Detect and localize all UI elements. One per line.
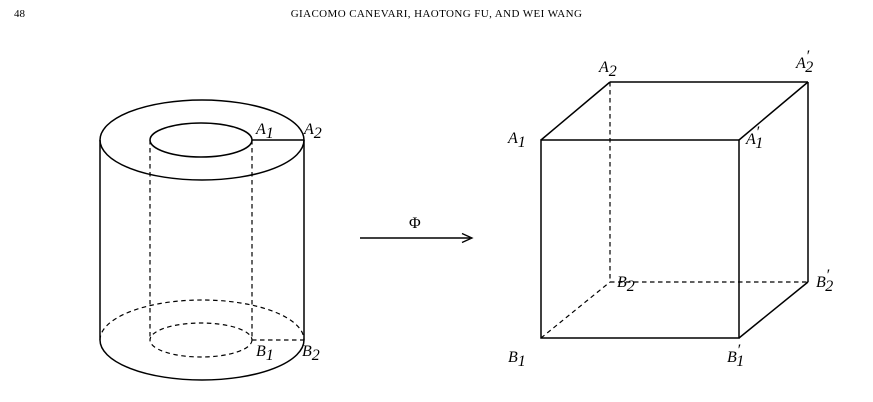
map-arrow-head bbox=[461, 232, 474, 244]
cube-label-A1: A1 bbox=[507, 130, 526, 151]
cylinder-inner-top-rim bbox=[149, 122, 253, 158]
map-arrow: Φ bbox=[360, 215, 474, 244]
cyl-label-A1: A1 bbox=[255, 121, 274, 142]
hollow-cylinder: A1 A2 B1 B2 bbox=[99, 99, 322, 381]
map-label: Φ bbox=[409, 215, 421, 232]
cylinder-outer-bottom-front bbox=[99, 339, 305, 381]
cube-hidden-edge-B1-B2 bbox=[540, 281, 611, 339]
cube-label-A1p: A′1 bbox=[745, 124, 763, 152]
cube-label-B1p: B′1 bbox=[727, 342, 744, 370]
cube-label-B1: B1 bbox=[508, 349, 526, 370]
cube: A2 A′2 A1 A′1 B2 B′2 B1 B′1 bbox=[507, 48, 833, 370]
cube-edge-A1p-A2p bbox=[738, 81, 809, 141]
cyl-label-B2: B2 bbox=[302, 343, 320, 364]
cube-edge-B1p-B2p bbox=[738, 281, 809, 339]
cube-front-face bbox=[540, 139, 740, 339]
cyl-label-B1: B1 bbox=[256, 343, 274, 364]
cube-edge-A1-A2 bbox=[540, 81, 611, 141]
running-head: GIACOMO CANEVARI, HAOTONG FU, AND WEI WA… bbox=[290, 8, 583, 20]
cube-label-B2: B2 bbox=[617, 274, 635, 295]
page-number: 48 bbox=[14, 8, 25, 20]
cyl-label-A2: A2 bbox=[303, 121, 322, 142]
cylinder-outer-bottom-back bbox=[99, 299, 305, 341]
cube-label-B2p: B′2 bbox=[816, 267, 833, 295]
cube-label-A2p: A′2 bbox=[795, 48, 813, 76]
cylinder-inner-bottom-rim bbox=[149, 322, 253, 358]
cube-label-A2: A2 bbox=[598, 59, 617, 80]
